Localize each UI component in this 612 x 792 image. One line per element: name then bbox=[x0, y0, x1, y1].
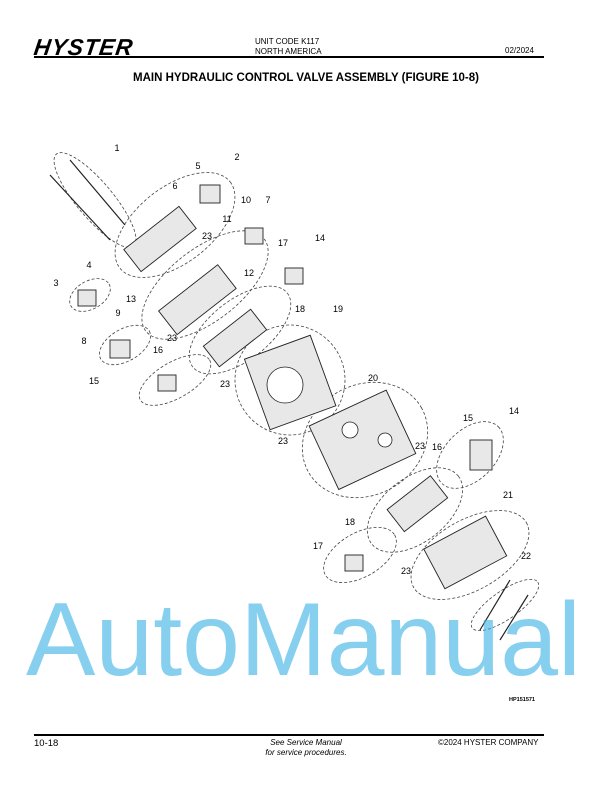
callout: 17 bbox=[277, 238, 289, 248]
figure-id: HP151571 bbox=[509, 697, 535, 703]
callout: 23 bbox=[400, 566, 412, 576]
callout: 23 bbox=[219, 379, 231, 389]
callout: 23 bbox=[414, 441, 426, 451]
callout: 6 bbox=[172, 181, 178, 191]
header-date: 02/2024 bbox=[505, 46, 534, 55]
callout: 10 bbox=[240, 195, 252, 205]
watermark: AutoManual bbox=[26, 582, 582, 698]
callout: 5 bbox=[195, 161, 201, 171]
copyright: ©2024 HYSTER COMPANY bbox=[438, 738, 539, 747]
callout: 12 bbox=[243, 268, 255, 278]
callout: 4 bbox=[86, 260, 92, 270]
region: NORTH AMERICA bbox=[255, 47, 322, 56]
callout: 2 bbox=[234, 152, 240, 162]
callout: 17 bbox=[312, 541, 324, 551]
callout: 14 bbox=[314, 233, 326, 243]
unit-code: UNIT CODE K117 bbox=[255, 37, 320, 46]
callout: 23 bbox=[277, 436, 289, 446]
callout: 19 bbox=[332, 304, 344, 314]
footer-note-line1: See Service Manual bbox=[270, 738, 342, 747]
callout: 20 bbox=[367, 373, 379, 383]
callout: 16 bbox=[152, 345, 164, 355]
callout: 15 bbox=[88, 376, 100, 386]
callout: 1 bbox=[114, 143, 120, 153]
callout: 7 bbox=[265, 195, 271, 205]
callout: 18 bbox=[294, 304, 306, 314]
page-title: MAIN HYDRAULIC CONTROL VALVE ASSEMBLY (F… bbox=[133, 72, 479, 84]
footer-rule bbox=[34, 734, 544, 736]
footer-note-line2: for service procedures. bbox=[265, 748, 347, 757]
footer-note: See Service Manual for service procedure… bbox=[236, 738, 376, 758]
callout: 16 bbox=[431, 442, 443, 452]
callout: 14 bbox=[508, 406, 520, 416]
callout: 21 bbox=[502, 490, 514, 500]
callout: 11 bbox=[222, 214, 232, 224]
unit-info: UNIT CODE K117 NORTH AMERICA bbox=[255, 37, 322, 57]
callout: 18 bbox=[344, 517, 356, 527]
callout: 13 bbox=[125, 294, 137, 304]
header-rule bbox=[34, 56, 544, 58]
callout: 3 bbox=[53, 278, 59, 288]
callout: 9 bbox=[115, 308, 121, 318]
callout: 15 bbox=[462, 413, 474, 423]
page-number: 10-18 bbox=[34, 738, 59, 749]
callout: 23 bbox=[201, 231, 213, 241]
callout: 22 bbox=[520, 551, 532, 561]
callout: 8 bbox=[81, 336, 87, 346]
callout: 23 bbox=[166, 333, 178, 343]
